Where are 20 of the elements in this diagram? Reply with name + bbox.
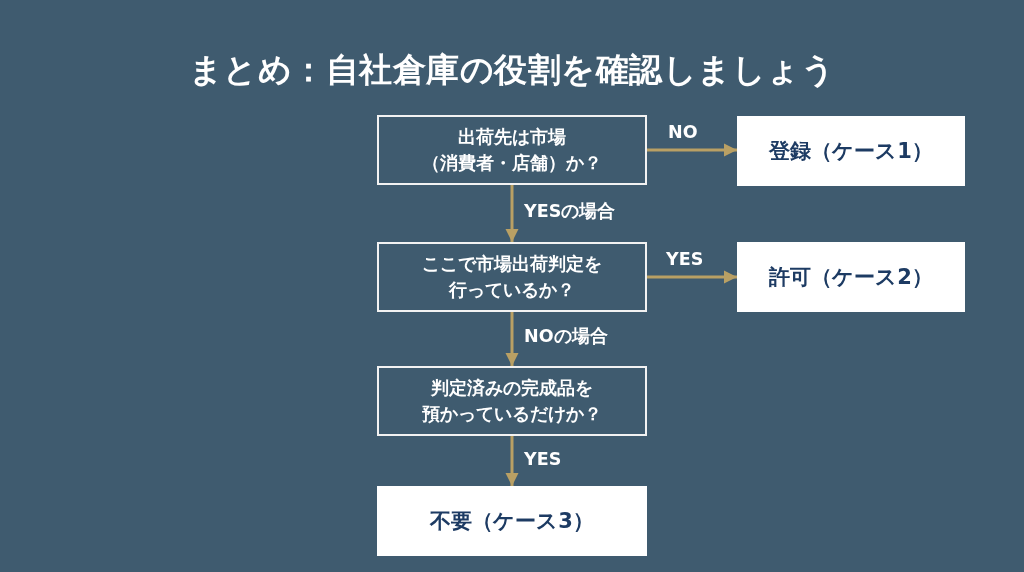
node-text: ここで市場出荷判定を行っているか？: [422, 253, 602, 302]
title: まとめ：自社倉庫の役割を確認しましょう: [188, 49, 836, 91]
node-text: 判定済みの完成品を預かっているだけか？: [422, 377, 602, 426]
result-box: [737, 116, 965, 186]
arrow: [505, 436, 519, 486]
node-text: 許可（ケース2）: [769, 264, 933, 291]
arrow: [505, 185, 519, 242]
arrow: [647, 143, 737, 157]
decision-box: [377, 242, 647, 312]
result-box: [737, 242, 965, 312]
arrow: [505, 312, 519, 366]
arrow: [647, 270, 737, 284]
decision-box: [377, 115, 647, 185]
decision-box: [377, 366, 647, 436]
node-text: 登録（ケース1）: [769, 138, 933, 165]
result-box: [377, 486, 647, 556]
node-text: 不要（ケース3）: [430, 508, 594, 535]
edge-label: NOの場合: [522, 324, 610, 348]
edge-label: YESの場合: [522, 199, 618, 223]
node-text: 出荷先は市場（消費者・店舗）か？: [422, 126, 602, 175]
